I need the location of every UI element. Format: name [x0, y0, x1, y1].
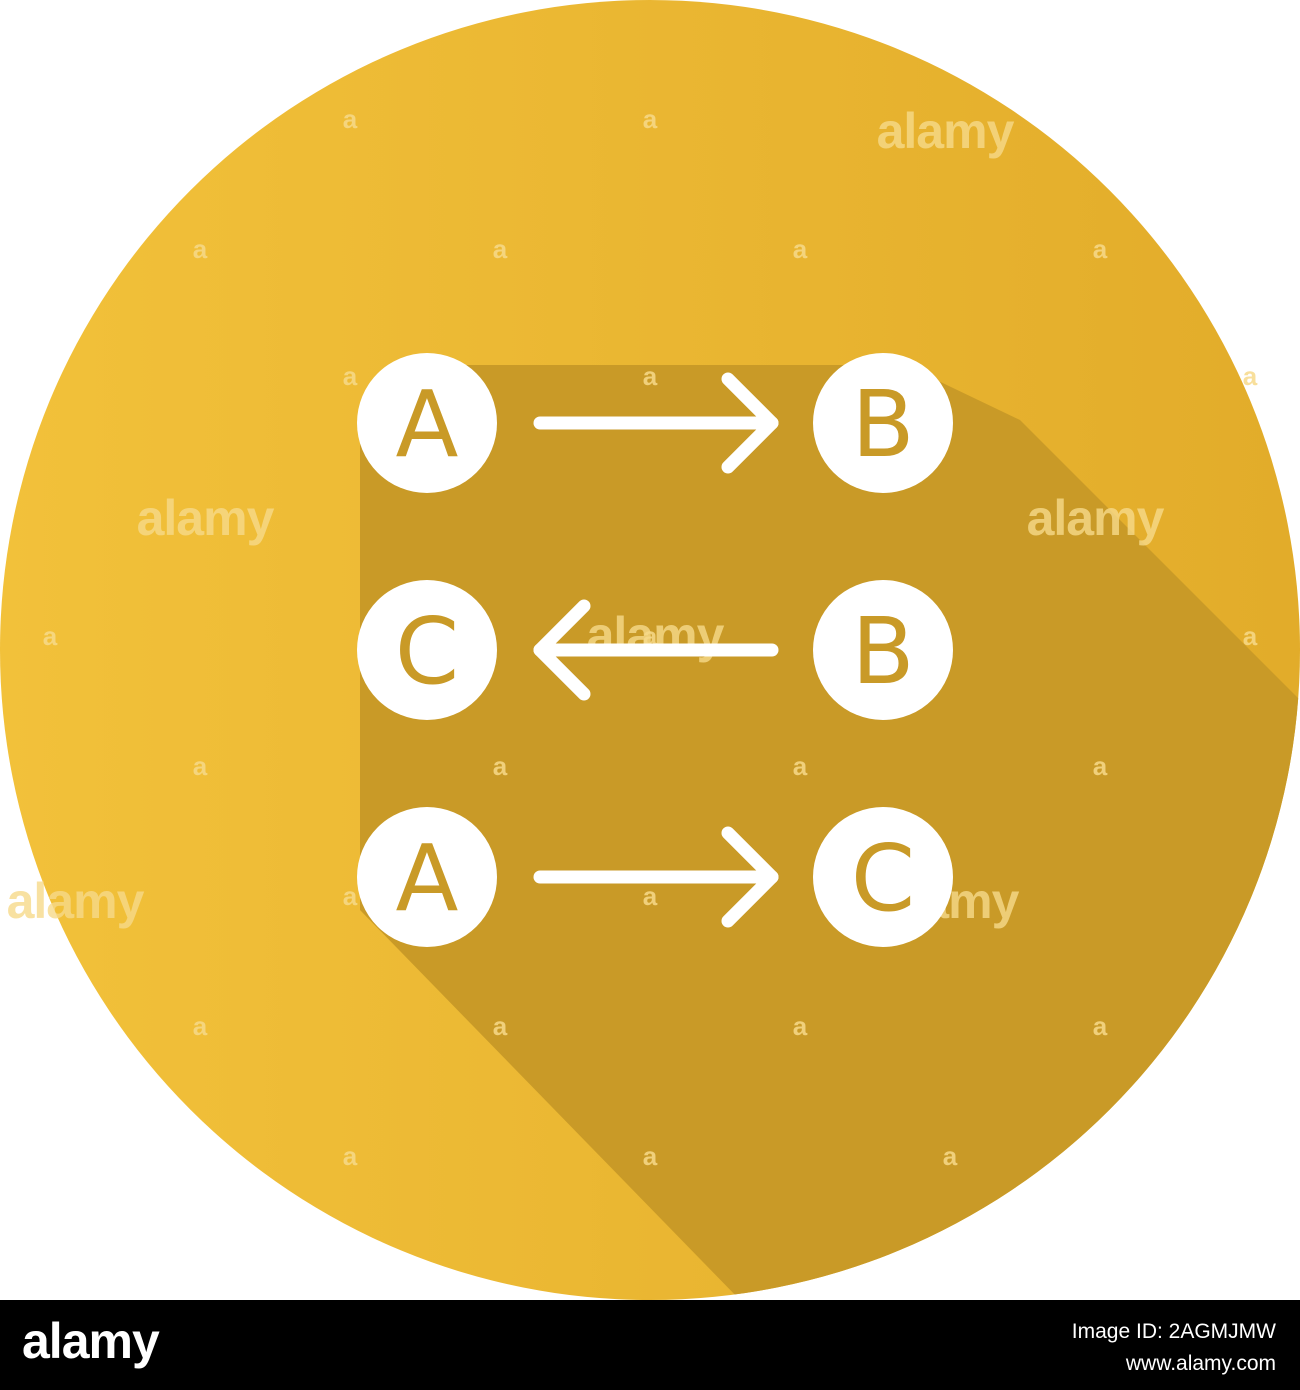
site-url-label: www.alamy.com: [1125, 1352, 1276, 1375]
arrow-right-icon: [533, 826, 779, 928]
watermark-mark: a: [943, 1141, 958, 1171]
letter-node-circle: [357, 807, 497, 947]
letter-node-label: A: [396, 371, 459, 478]
watermark-mark: a: [1243, 361, 1258, 391]
watermark-mark: a: [193, 1011, 208, 1041]
footer-bar: alamy Image ID: 2AGMJMW www.alamy.com: [0, 1300, 1300, 1390]
letter-node-label: A: [396, 825, 459, 932]
image-id-label: Image ID: 2AGMJMW: [1071, 1320, 1276, 1343]
letter-node-circle: [357, 353, 497, 493]
arrow-right-icon: [533, 372, 779, 474]
watermark-mark: a: [343, 104, 358, 134]
arrow-left-icon: [533, 599, 779, 701]
watermark-mark: a: [643, 1141, 658, 1171]
letter-node-label: C: [395, 598, 459, 705]
letter-node-label: C: [851, 825, 915, 932]
watermark-mark: a: [343, 881, 358, 911]
watermark-mark: a: [493, 234, 508, 264]
watermark-mark: a: [643, 104, 658, 134]
watermark-logo: alamy: [7, 873, 145, 929]
watermark-mark: a: [1243, 621, 1258, 651]
footer-brand-logo: alamy: [22, 1313, 160, 1369]
watermark-mark: a: [1093, 751, 1108, 781]
letter-node-label: B: [851, 598, 914, 705]
letter-node-label: B: [851, 371, 914, 478]
watermark-logo: alamy: [877, 103, 1015, 159]
watermark-mark: a: [43, 621, 58, 651]
watermark-mark: a: [1093, 1011, 1108, 1041]
watermark-mark: a: [643, 881, 658, 911]
watermark-logo: alamy: [1027, 490, 1165, 546]
letter-node-circle: [813, 580, 953, 720]
watermark-mark: a: [343, 361, 358, 391]
watermark-mark: a: [643, 361, 658, 391]
letter-node-circle: [813, 807, 953, 947]
letter-node-circle: [813, 353, 953, 493]
watermark-mark: a: [793, 1011, 808, 1041]
watermark-logo: alamy: [137, 490, 275, 546]
watermark-mark: a: [793, 751, 808, 781]
watermark-mark: a: [193, 751, 208, 781]
watermark-mark: a: [793, 234, 808, 264]
watermark-mark: a: [493, 751, 508, 781]
watermark-mark: a: [343, 1141, 358, 1171]
watermark-mark: a: [493, 1011, 508, 1041]
watermark-mark: a: [1093, 234, 1108, 264]
watermark-mark: a: [193, 234, 208, 264]
letter-node-circle: [357, 580, 497, 720]
